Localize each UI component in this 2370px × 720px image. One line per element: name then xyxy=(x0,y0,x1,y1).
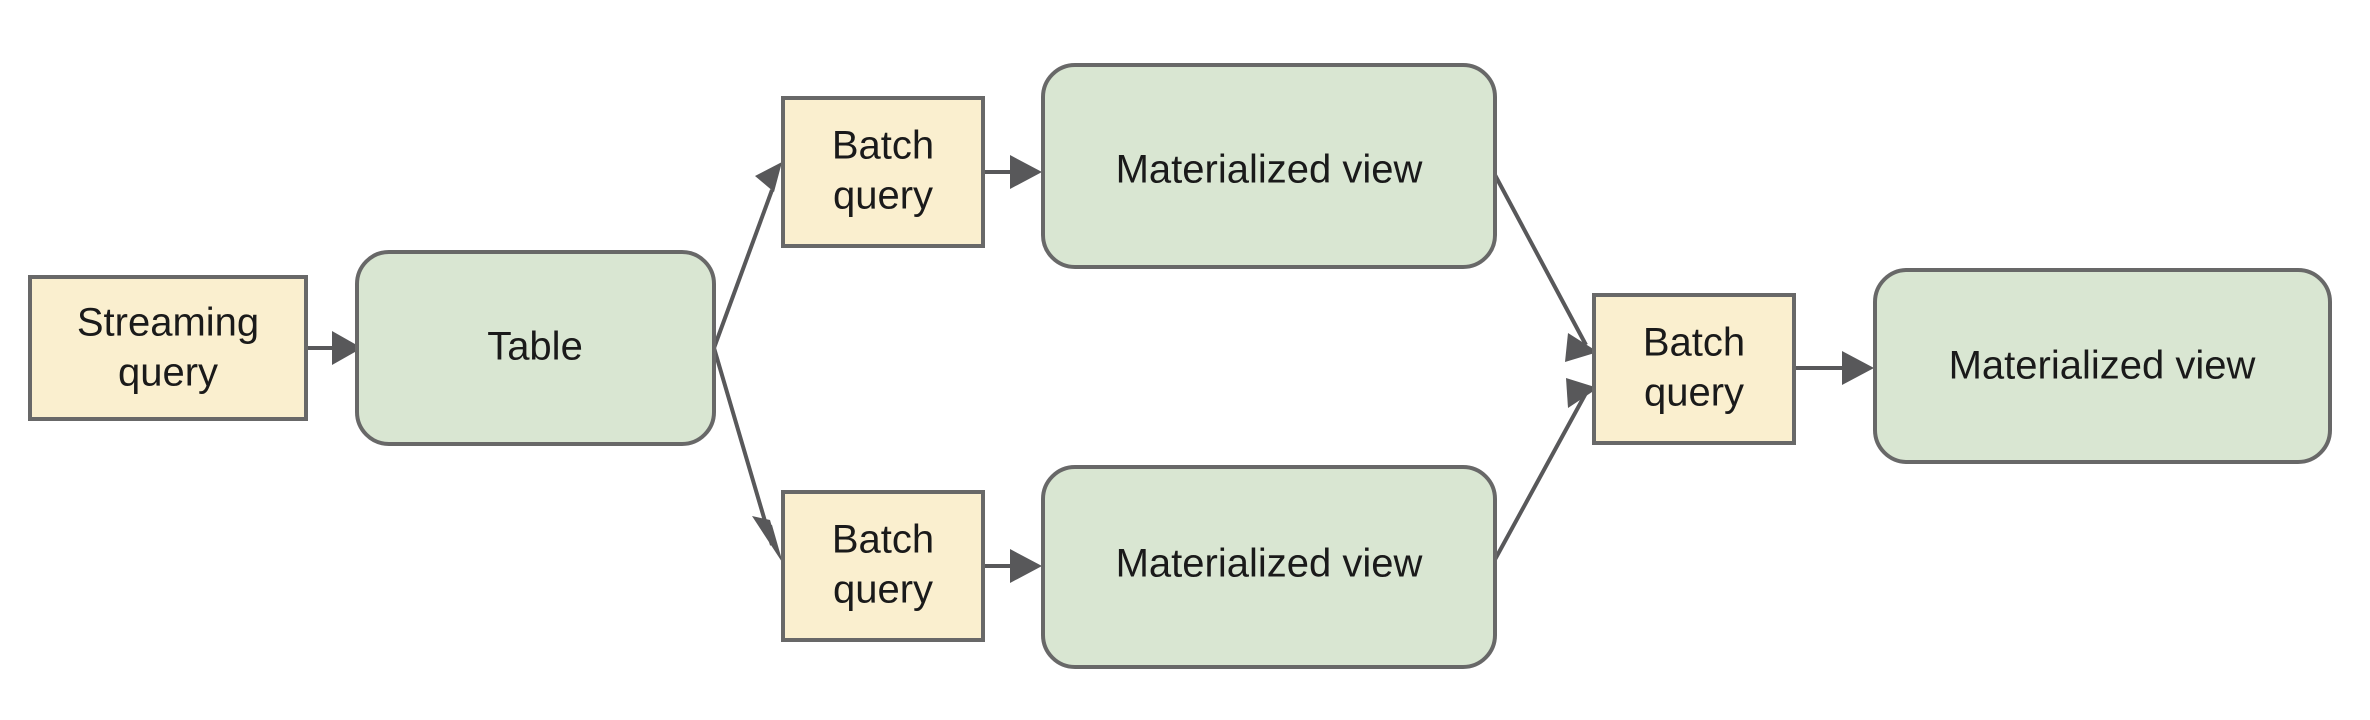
node-batch-query-join[interactable]: Batch query xyxy=(1592,293,1796,445)
edge-batch-top-to-mv-top xyxy=(983,155,1042,189)
node-materialized-view-bottom[interactable]: Materialized view xyxy=(1041,465,1497,669)
edge-mv-bottom-to-join xyxy=(1490,378,1598,566)
edge-batch-bottom-to-mv-bottom xyxy=(983,549,1042,583)
batch-query-top-label-line1: Batch xyxy=(832,124,934,168)
streaming-query-label-line1: Streaming xyxy=(77,301,259,345)
batch-query-bottom-label-line2: query xyxy=(833,568,933,612)
node-batch-query-top[interactable]: Batch query xyxy=(781,96,985,248)
materialized-view-bottom-label: Materialized view xyxy=(1116,542,1423,586)
streaming-query-label-line2: query xyxy=(118,351,218,395)
node-table[interactable]: Table xyxy=(355,250,716,446)
table-box[interactable] xyxy=(355,250,716,446)
table-label: Table xyxy=(487,325,583,369)
batch-query-bottom-box[interactable] xyxy=(781,490,985,642)
materialized-view-bottom-box[interactable] xyxy=(1041,465,1497,669)
materialized-view-top-label: Materialized view xyxy=(1116,148,1423,192)
materialized-view-final-label: Materialized view xyxy=(1949,344,2256,388)
batch-query-bottom-label-line1: Batch xyxy=(832,518,934,562)
node-batch-query-bottom[interactable]: Batch query xyxy=(781,490,985,642)
streaming-query-box[interactable] xyxy=(28,275,308,421)
node-materialized-view-final[interactable]: Materialized view xyxy=(1873,268,2332,464)
edge-table-to-batch-bottom xyxy=(712,347,782,562)
edge-table-to-batch-top xyxy=(712,162,782,349)
edge-mv-top-to-join xyxy=(1493,174,1598,362)
batch-query-join-label-line1: Batch xyxy=(1643,321,1745,365)
batch-query-top-box[interactable] xyxy=(781,96,985,248)
batch-query-join-label-line2: query xyxy=(1644,371,1744,415)
edge-join-to-mv-final xyxy=(1794,351,1874,385)
batch-query-top-label-line2: query xyxy=(833,174,933,218)
edge-streaming-to-table xyxy=(306,331,362,365)
materialized-view-top-box[interactable] xyxy=(1041,63,1497,269)
materialized-view-final-box[interactable] xyxy=(1873,268,2332,464)
node-streaming-query[interactable]: Streaming query xyxy=(28,275,308,421)
batch-query-join-box[interactable] xyxy=(1592,293,1796,445)
node-materialized-view-top[interactable]: Materialized view xyxy=(1041,63,1497,269)
